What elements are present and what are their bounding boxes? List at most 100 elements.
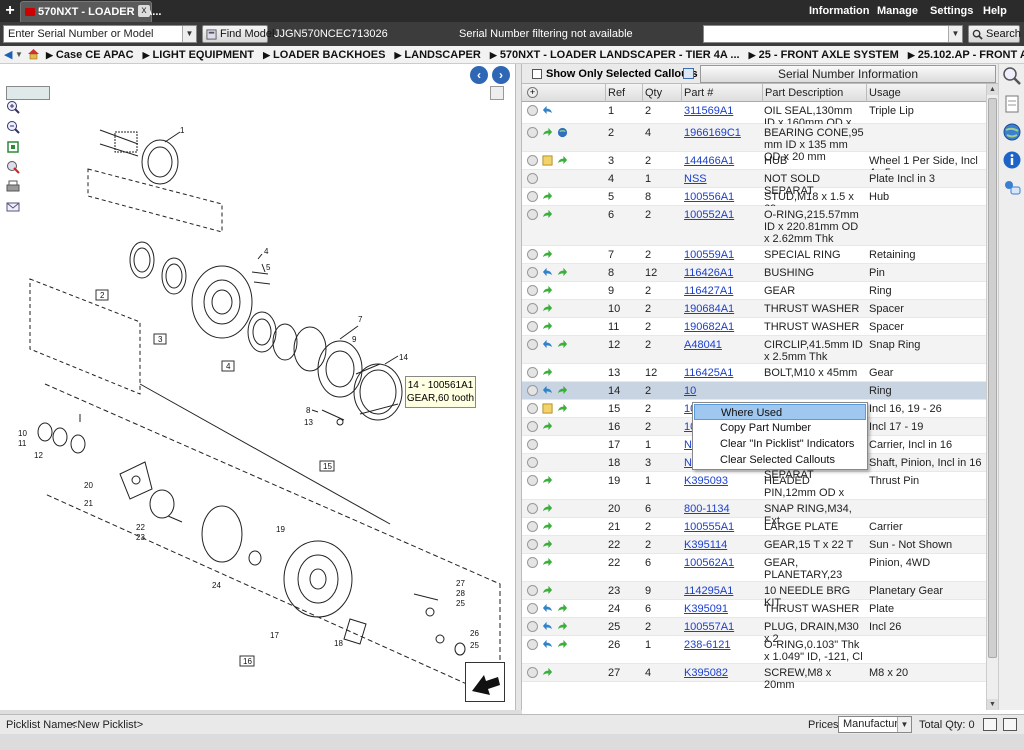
cell-part[interactable]: K395093 [684, 475, 729, 487]
callout-label[interactable]: 26 [470, 629, 479, 638]
callout-label[interactable]: 18 [334, 639, 343, 648]
forward-arrow-icon[interactable] [557, 603, 568, 614]
add-to-picklist-icon[interactable] [527, 155, 538, 166]
back-arrow-icon[interactable] [542, 639, 553, 650]
add-to-picklist-icon[interactable] [527, 339, 538, 350]
cell-part[interactable]: 100556A1 [684, 191, 735, 203]
home-icon[interactable] [27, 48, 40, 60]
add-to-picklist-icon[interactable] [527, 585, 538, 596]
forward-arrow-icon[interactable] [542, 285, 553, 296]
back-arrow-icon[interactable] [542, 339, 553, 350]
note-icon[interactable] [542, 403, 553, 414]
forward-arrow-icon[interactable] [542, 321, 553, 332]
add-to-picklist-icon[interactable] [527, 321, 538, 332]
cell-part[interactable]: 114295A1 [684, 585, 734, 597]
menu-item-copy-part-number[interactable]: Copy Part Number [720, 422, 812, 434]
cell-part[interactable]: 144466A1 [684, 155, 735, 167]
callout-label[interactable]: 9 [352, 335, 357, 344]
callout-label[interactable]: 8 [306, 406, 311, 415]
forward-arrow-icon[interactable] [557, 385, 568, 396]
add-to-picklist-icon[interactable] [527, 303, 538, 314]
cell-part[interactable]: NSS [684, 173, 707, 185]
email-icon[interactable] [6, 200, 20, 214]
forward-arrow-icon[interactable] [542, 521, 553, 532]
picklist-name[interactable]: <New Picklist> [71, 719, 144, 731]
callout-label[interactable]: 14 [399, 353, 408, 362]
cell-part[interactable]: K395091 [684, 603, 729, 615]
breadcrumb-item[interactable]: LANDSCAPER [404, 49, 481, 61]
add-to-picklist-icon[interactable] [527, 367, 538, 378]
menu-item-where-used[interactable]: Where Used [694, 404, 866, 420]
breadcrumb-item[interactable]: LOADER BACKHOES [272, 49, 386, 61]
chevron-down-icon[interactable]: ▼ [182, 26, 196, 42]
add-to-picklist-icon[interactable] [527, 127, 538, 138]
menu-help[interactable]: Help [983, 5, 1007, 17]
restore-window-icon[interactable] [983, 718, 997, 731]
callout-label[interactable]: 17 [270, 631, 279, 640]
forward-arrow-icon[interactable] [542, 475, 553, 486]
callout-label[interactable]: 4 [226, 362, 231, 371]
chat-icon[interactable] [1002, 178, 1022, 198]
column-ref[interactable]: Ref [608, 87, 626, 99]
column-usage[interactable]: Usage [869, 87, 901, 99]
cell-part[interactable]: 238-6121 [684, 639, 731, 651]
add-to-picklist-icon[interactable] [527, 667, 538, 678]
cell-part[interactable]: 10 [684, 385, 697, 397]
chevron-down-icon[interactable]: ▼ [15, 50, 23, 59]
note-icon[interactable] [542, 155, 553, 166]
breadcrumb-item[interactable]: 25.102.AP - FRONT AXLE, PLANETARY GEA... [917, 49, 1024, 61]
back-arrow-icon[interactable] [542, 105, 553, 116]
forward-arrow-icon[interactable] [557, 621, 568, 632]
column-part-number[interactable]: Part # [684, 87, 714, 99]
add-to-picklist-icon[interactable] [527, 439, 538, 450]
chevron-down-icon[interactable]: ▼ [897, 717, 911, 732]
forward-arrow-icon[interactable] [557, 267, 568, 278]
callout-label[interactable]: 21 [84, 499, 93, 508]
column-part-description[interactable]: Part Description [765, 87, 844, 99]
globe-icon[interactable] [1002, 122, 1022, 142]
callout-label[interactable]: 20 [84, 481, 93, 490]
callout-label[interactable]: 24 [212, 581, 221, 590]
add-to-picklist-icon[interactable] [527, 521, 538, 532]
next-diagram-icon[interactable]: › [492, 66, 510, 84]
add-to-picklist-icon[interactable] [527, 403, 538, 414]
forward-arrow-icon[interactable] [557, 639, 568, 650]
add-to-picklist-icon[interactable] [527, 191, 538, 202]
forward-arrow-icon[interactable] [542, 503, 553, 514]
add-to-picklist-icon[interactable] [527, 385, 538, 396]
forward-arrow-icon[interactable] [542, 367, 553, 378]
add-to-picklist-icon[interactable] [527, 173, 538, 184]
horizontal-scrollbar[interactable] [0, 710, 522, 714]
forward-arrow-icon[interactable] [557, 339, 568, 350]
prices-select[interactable]: Manufacturer ▼ [838, 716, 912, 733]
cell-part[interactable]: 116425A1 [684, 367, 734, 379]
close-icon[interactable]: x [138, 5, 150, 17]
scroll-up-icon[interactable]: ▲ [987, 84, 998, 95]
forward-arrow-icon[interactable] [542, 303, 553, 314]
add-to-picklist-icon[interactable] [527, 457, 538, 468]
diagram-toggle-button[interactable] [490, 86, 504, 100]
callout-label[interactable]: 28 [456, 589, 465, 598]
add-to-picklist-icon[interactable] [527, 503, 538, 514]
callout-label[interactable]: 12 [34, 451, 43, 460]
cell-part[interactable]: 190682A1 [684, 321, 735, 333]
find-model-button[interactable]: Find Model [202, 25, 274, 43]
scroll-down-icon[interactable]: ▼ [987, 699, 998, 710]
cell-part[interactable]: 190684A1 [684, 303, 735, 315]
add-to-picklist-icon[interactable] [527, 105, 538, 116]
forward-arrow-icon[interactable] [542, 585, 553, 596]
scroll-thumb[interactable] [988, 98, 997, 658]
